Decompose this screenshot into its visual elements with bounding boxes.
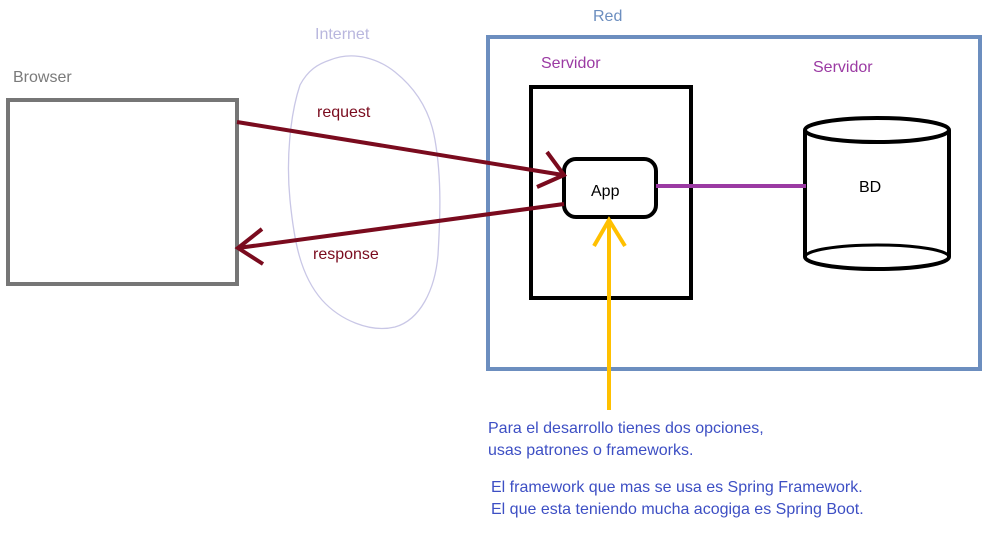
db-server-title: Servidor [813,59,873,76]
response-arrow [234,202,565,266]
browser-box [6,98,239,286]
options-note-line: usas patrones o frameworks. [488,442,694,459]
network-box [486,35,982,371]
frameworks-note: El framework que mas se usa es Spring Fr… [491,477,864,521]
internet-title: Internet [315,26,370,43]
options-note-line: Para el desarrollo tienes dos opciones, [488,420,764,437]
internet-cloud [287,55,441,330]
frameworks-note-line: El que esta teniendo mucha acogiga es Sp… [491,501,864,518]
request-arrow [236,120,568,189]
app-label: App [591,183,620,200]
request-label: request [317,104,371,121]
options-note: Para el desarrollo tienes dos opciones, … [488,418,764,462]
highlight-arrow [592,216,627,410]
database-cylinder [803,116,951,271]
database-label: BD [859,179,882,196]
network-title: Red [593,8,623,25]
app-server-title: Servidor [541,55,601,72]
frameworks-note-line: El framework que mas se usa es Spring Fr… [491,479,863,496]
browser-title: Browser [13,69,72,86]
response-label: response [313,246,379,263]
